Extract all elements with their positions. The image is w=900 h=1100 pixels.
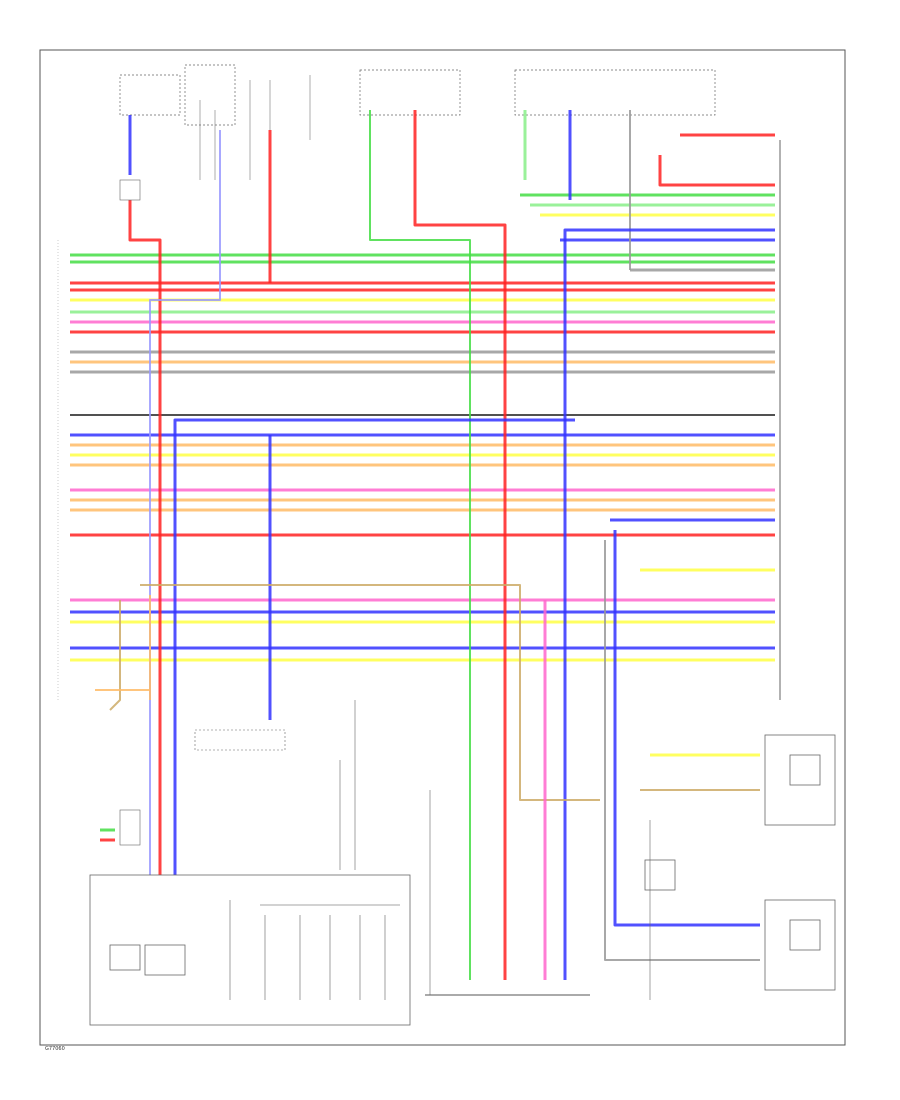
right-sensors: [644, 734, 836, 991]
wire-tan: [140, 584, 600, 801]
diagram-frame: [39, 49, 846, 1046]
diagram-code: G77060: [45, 1046, 65, 1052]
wire-red: [128, 200, 162, 875]
wire-red: [658, 155, 775, 187]
wire-tan: [109, 600, 121, 711]
wire-blue: [613, 530, 760, 927]
wire-layer: [70, 110, 775, 980]
wire-blue: [173, 418, 575, 880]
wire-red: [413, 110, 507, 980]
combination-meter-module: [89, 874, 411, 1026]
top-connectors: [199, 75, 311, 180]
wire-blue: [563, 228, 775, 980]
misc-components: [119, 179, 651, 1000]
wire-gray: [604, 540, 760, 961]
fuse-boxes: [119, 64, 716, 126]
wire-violet: [149, 130, 221, 875]
wire-green: [369, 110, 471, 980]
